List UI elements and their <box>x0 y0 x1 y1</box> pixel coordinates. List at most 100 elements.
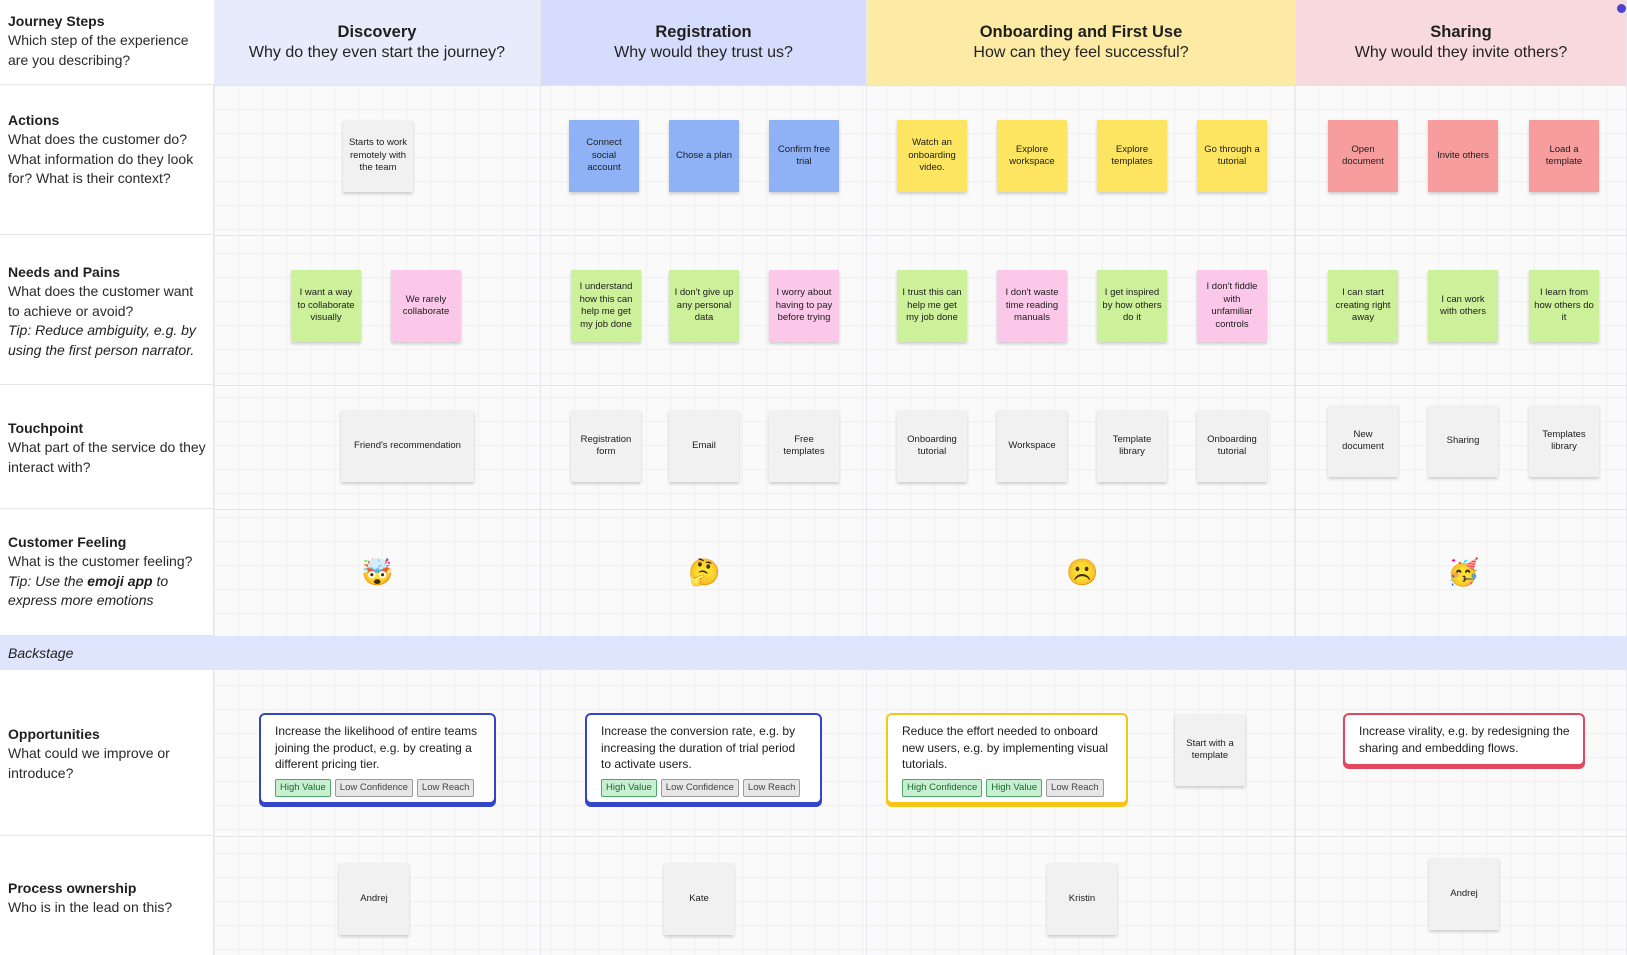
touchpoint-sticky-note[interactable]: Workspace <box>997 410 1067 482</box>
collaborator-cursor-dot <box>1617 4 1626 13</box>
board-grid <box>214 85 1627 955</box>
action-sticky-note[interactable]: Confirm free trial <box>769 120 839 192</box>
row-description: Which step of the experience are you des… <box>8 32 189 68</box>
row-title: Journey Steps <box>8 13 105 29</box>
pain-sticky-note[interactable]: I don't waste time reading manuals <box>997 270 1067 342</box>
opportunity-card[interactable]: Reduce the effort needed to onboard new … <box>886 713 1128 804</box>
stage-title: Discovery <box>337 23 417 41</box>
action-sticky-note[interactable]: Invite others <box>1428 120 1498 192</box>
touchpoint-sticky-note[interactable]: Friend's recommendation <box>341 410 474 482</box>
owner-sticky-note[interactable]: Kristin <box>1047 863 1117 935</box>
row-title: Process ownership <box>8 880 137 896</box>
opportunity-text: Increase the likelihood of entire teams … <box>275 724 478 771</box>
opportunity-card[interactable]: Increase the likelihood of entire teams … <box>259 713 496 804</box>
stage-title: Sharing <box>1430 23 1492 41</box>
action-sticky-note[interactable]: Watch an onboarding video. <box>897 120 967 192</box>
pain-sticky-note[interactable]: I worry about having to pay before tryin… <box>769 270 839 342</box>
backstage-label: Backstage <box>8 645 74 661</box>
tag-high-value[interactable]: High Value <box>275 778 331 797</box>
tag-high-value[interactable]: High Value <box>986 778 1043 797</box>
need-sticky-note[interactable]: I want a way to collaborate visually <box>291 270 361 342</box>
need-sticky-note[interactable]: I can start creating right away <box>1328 270 1398 342</box>
row-divider <box>0 235 1627 236</box>
pain-sticky-note[interactable]: I don't fiddle with unfamiliar controls <box>1197 270 1267 342</box>
stage-title: Onboarding and First Use <box>979 23 1183 41</box>
thinking-emoji-icon[interactable]: 🤔 <box>688 558 721 588</box>
pain-sticky-note[interactable]: We rarely collaborate <box>391 270 461 342</box>
row-divider <box>0 85 1627 86</box>
opportunity-text: Reduce the effort needed to onboard new … <box>902 724 1109 771</box>
owner-sticky-note[interactable]: Andrej <box>339 863 409 935</box>
owner-sticky-note[interactable]: Andrej <box>1429 858 1499 930</box>
row-label-journey-steps[interactable]: Journey Steps Which step of the experien… <box>0 0 214 85</box>
row-label-process-ownership[interactable]: Process ownership Who is in the lead on … <box>0 836 214 955</box>
tag-low-confidence[interactable]: Low Confidence <box>334 778 413 797</box>
owner-sticky-note[interactable]: Kate <box>664 863 734 935</box>
stage-question: Why would they invite others? <box>1354 44 1568 61</box>
row-tip: Tip: Use the emoji app to express more e… <box>8 572 208 611</box>
opportunity-text: Increase virality, e.g. by redesigning t… <box>1359 724 1570 755</box>
action-sticky-note[interactable]: Connect social account <box>569 120 639 192</box>
row-description: What part of the service do they interac… <box>8 439 206 475</box>
need-sticky-note[interactable]: I understand how this can help me get my… <box>571 270 641 342</box>
action-sticky-note[interactable]: Starts to work remotely with the team <box>343 120 413 192</box>
opportunity-tags: High Value Low Confidence Low Reach <box>275 778 482 797</box>
frowning-emoji-icon[interactable]: ☹️ <box>1066 558 1099 588</box>
row-label-backstage <box>0 636 214 670</box>
row-description: What is the customer feeling? <box>8 553 193 569</box>
touchpoint-sticky-note[interactable]: Free templates <box>769 410 839 482</box>
row-label-customer-feeling[interactable]: Customer Feeling What is the customer fe… <box>0 509 214 636</box>
stage-header-registration[interactable]: Registration Why would they trust us? <box>541 0 866 85</box>
tag-high-value[interactable]: High Value <box>601 778 657 797</box>
touchpoint-sticky-note[interactable]: Templates library <box>1529 405 1599 477</box>
need-sticky-note[interactable]: I can work with others <box>1428 270 1498 342</box>
stage-header-discovery[interactable]: Discovery Why do they even start the jou… <box>214 0 540 85</box>
party-emoji-icon[interactable]: 🥳 <box>1447 558 1480 588</box>
opportunity-card[interactable]: Increase the conversion rate, e.g. by in… <box>585 713 822 804</box>
stage-title: Registration <box>655 23 752 41</box>
action-sticky-note[interactable]: Go through a tutorial <box>1197 120 1267 192</box>
touchpoint-sticky-note[interactable]: Template library <box>1097 410 1167 482</box>
row-label-opportunities[interactable]: Opportunities What could we improve or i… <box>0 670 214 836</box>
row-label-touchpoint[interactable]: Touchpoint What part of the service do t… <box>0 385 214 509</box>
action-sticky-note[interactable]: Open document <box>1328 120 1398 192</box>
need-sticky-note[interactable]: I get inspired by how others do it <box>1097 270 1167 342</box>
row-label-actions[interactable]: Actions What does the customer do? What … <box>0 85 214 235</box>
action-sticky-note[interactable]: Chose a plan <box>669 120 739 192</box>
row-divider <box>0 836 1627 837</box>
touchpoint-sticky-note[interactable]: Sharing <box>1428 405 1498 477</box>
tag-low-reach[interactable]: Low Reach <box>742 778 801 797</box>
tag-high-confidence[interactable]: High Confidence <box>902 778 983 797</box>
opportunity-sticky-note[interactable]: Start with a template <box>1175 714 1245 786</box>
row-title: Needs and Pains <box>8 264 121 280</box>
touchpoint-sticky-note[interactable]: Onboarding tutorial <box>897 410 967 482</box>
row-labels-column: Journey Steps Which step of the experien… <box>0 0 214 955</box>
emoji-app-link[interactable]: emoji app <box>87 572 153 589</box>
action-sticky-note[interactable]: Explore workspace <box>997 120 1067 192</box>
need-sticky-note[interactable]: I don't give up any personal data <box>669 270 739 342</box>
stage-question: Why would they trust us? <box>614 44 793 61</box>
row-label-needs-pains[interactable]: Needs and Pains What does the customer w… <box>0 235 214 385</box>
need-sticky-note[interactable]: I learn from how others do it <box>1529 270 1599 342</box>
stage-column-onboarding: Onboarding and First Use How can they fe… <box>867 0 1296 955</box>
need-sticky-note[interactable]: I trust this can help me get my job done <box>897 270 967 342</box>
stage-header-sharing[interactable]: Sharing Why would they invite others? <box>1296 0 1626 85</box>
mind-blown-emoji-icon[interactable]: 🤯 <box>361 558 394 588</box>
tag-low-reach[interactable]: Low Reach <box>1046 778 1104 797</box>
touchpoint-sticky-note[interactable]: Onboarding tutorial <box>1197 410 1267 482</box>
row-description: What does the customer do? What informat… <box>8 131 194 186</box>
touchpoint-sticky-note[interactable]: Registration form <box>571 410 641 482</box>
action-sticky-note[interactable]: Explore templates <box>1097 120 1167 192</box>
touchpoint-sticky-note[interactable]: Email <box>669 410 739 482</box>
stage-header-onboarding[interactable]: Onboarding and First Use How can they fe… <box>867 0 1295 85</box>
tag-low-reach[interactable]: Low Reach <box>416 778 475 797</box>
tip-text: to express more emotions <box>8 572 169 609</box>
row-divider <box>0 509 1627 510</box>
tag-low-confidence[interactable]: Low Confidence <box>660 778 739 797</box>
row-title: Customer Feeling <box>8 534 127 550</box>
backstage-band <box>0 636 1627 670</box>
opportunity-card[interactable]: Increase virality, e.g. by redesigning t… <box>1343 713 1585 766</box>
touchpoint-sticky-note[interactable]: New document <box>1328 405 1398 477</box>
action-sticky-note[interactable]: Load a template <box>1529 120 1599 192</box>
